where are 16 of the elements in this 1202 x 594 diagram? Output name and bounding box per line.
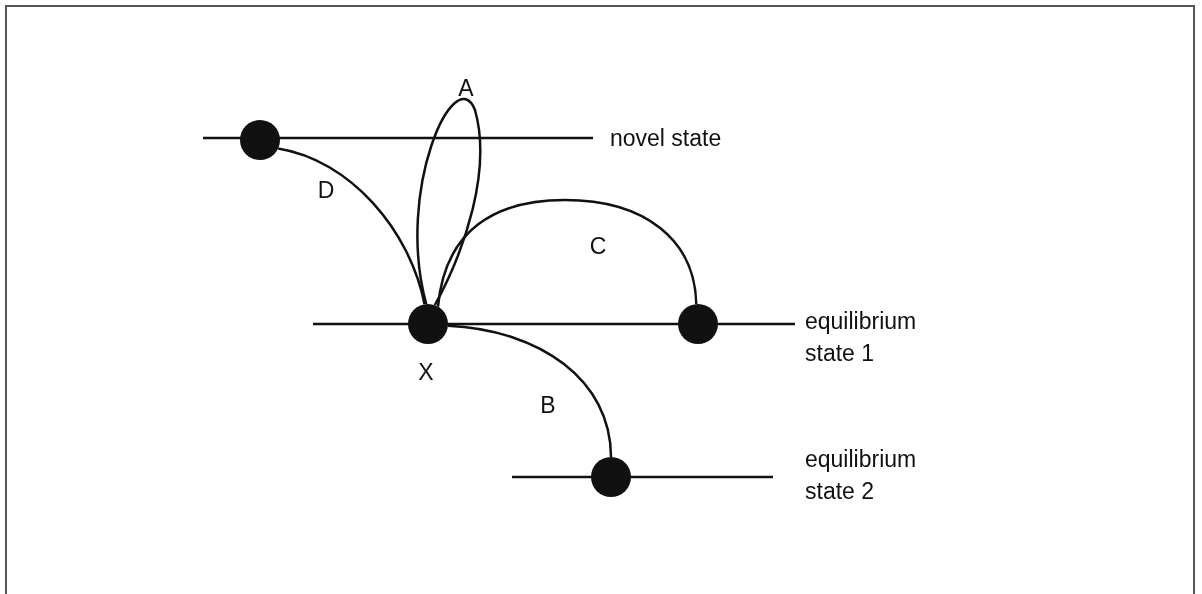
state-dot (591, 457, 631, 497)
curve-connector (416, 98, 482, 306)
state-label: novel state (610, 124, 723, 153)
edge-label: D (317, 178, 335, 202)
state-label: equilibrium state 1 (805, 307, 918, 369)
point-label: X (418, 360, 434, 384)
edge-label: B (540, 393, 556, 417)
edge-label: A (458, 76, 474, 100)
curve-connector (447, 324, 613, 458)
curve-connector (436, 198, 698, 307)
state-label: equilibrium state 2 (805, 445, 918, 507)
edge-label: C (589, 234, 607, 258)
state-dot (678, 304, 718, 344)
state-dot (240, 120, 280, 160)
curve-connector (277, 147, 426, 305)
state-dot (408, 304, 448, 344)
